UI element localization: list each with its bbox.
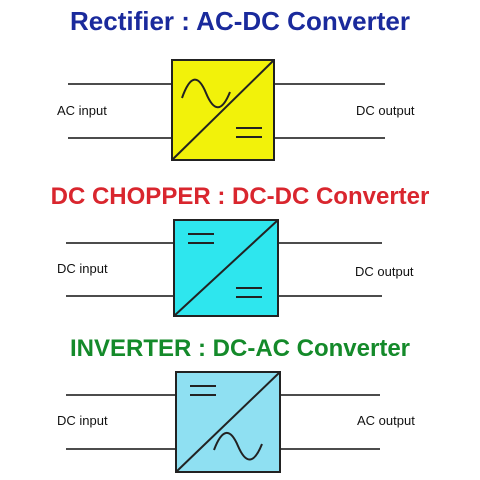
sine-wave-icon: [213, 432, 263, 461]
dc-equals-icon: [236, 127, 262, 138]
inverter-input-label: DC input: [57, 413, 108, 428]
chopper-output-label: DC output: [355, 264, 414, 279]
inverter-block-diagram: [66, 371, 380, 473]
rectifier-block-diagram: [68, 59, 385, 161]
chopper-input-label: DC input: [57, 261, 108, 276]
dc-equals-icon: [190, 385, 216, 396]
sine-wave-icon: [181, 78, 231, 109]
chopper-title: DC CHOPPER : DC-DC Converter: [50, 183, 430, 210]
dc-equals-icon: [236, 287, 262, 298]
inverter-output-label: AC output: [357, 413, 415, 428]
inverter-diagonal: [175, 371, 281, 473]
chopper-block-diagram: [66, 219, 382, 317]
rectifier-title: Rectifier : AC-DC Converter: [70, 6, 410, 36]
rectifier-input-label: AC input: [57, 103, 107, 118]
chopper-diagonal: [173, 219, 279, 317]
inverter-title: INVERTER : DC-AC Converter: [69, 335, 411, 362]
rectifier-diagonal: [171, 59, 275, 161]
dc-equals-icon: [188, 233, 214, 244]
rectifier-output-label: DC output: [356, 103, 415, 118]
